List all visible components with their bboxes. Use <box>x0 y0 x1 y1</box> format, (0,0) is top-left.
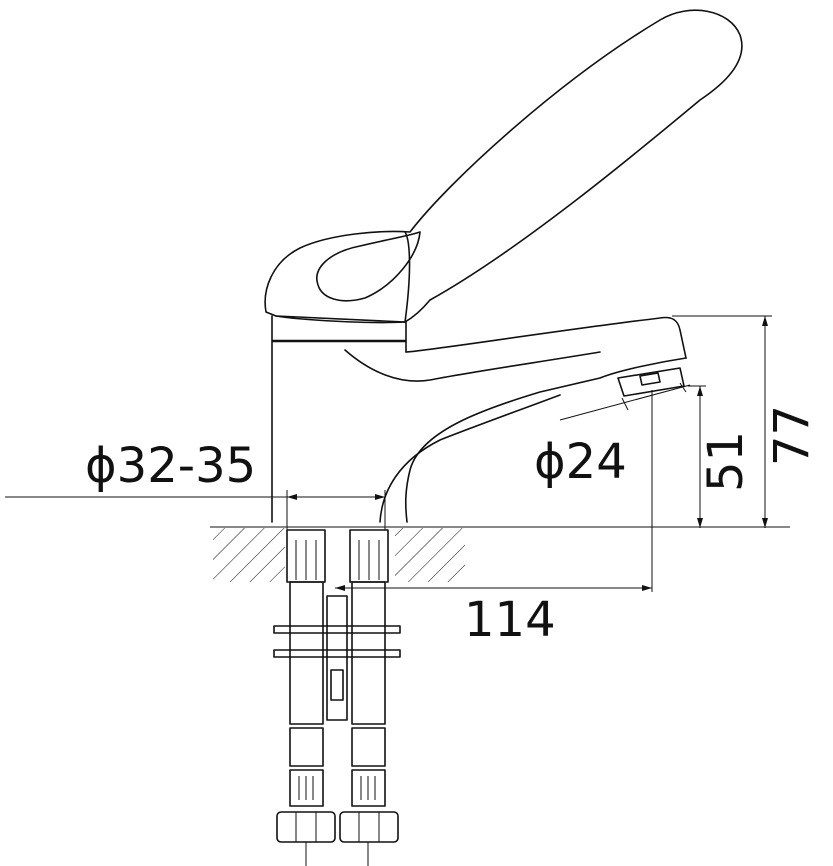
aerator-diameter-label: ϕ24 <box>534 434 627 490</box>
countertop-surface <box>210 526 790 582</box>
supply-hoses <box>276 529 399 866</box>
spout-height-label: 51 <box>698 431 754 492</box>
faucet-body <box>271 315 687 523</box>
total-height-label: 77 <box>764 405 820 466</box>
spout-reach-label: 114 <box>464 592 556 648</box>
dimension-lines <box>5 315 772 592</box>
mounting-stud <box>273 595 401 721</box>
lever-handle <box>264 9 743 324</box>
mount-hole-dimension-label: ϕ32-35 <box>85 438 256 494</box>
